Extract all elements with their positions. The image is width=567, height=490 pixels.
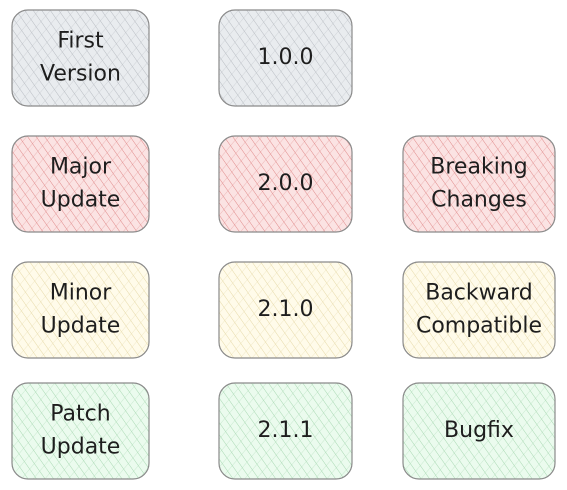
node-crosshatch	[219, 136, 352, 232]
node-border	[11, 135, 150, 233]
node-label: Changes	[431, 188, 527, 213]
node-label: 2.1.0	[258, 297, 314, 322]
node-border	[218, 135, 353, 233]
node-crosshatch	[12, 136, 149, 232]
node-crosshatch	[403, 383, 555, 479]
node-label: Update	[41, 314, 121, 339]
node-border	[402, 382, 556, 480]
node-2-1-0: 2.1.0	[218, 261, 353, 359]
node-2-1-1: 2.1.1	[218, 382, 353, 480]
node-border	[218, 9, 353, 107]
node-2-0-0: 2.0.0	[218, 135, 353, 233]
node-label: 2.0.0	[258, 171, 314, 196]
node-crosshatch	[403, 262, 555, 358]
node-label: Compatible	[416, 314, 542, 339]
node-crosshatch	[219, 383, 352, 479]
node-crosshatch	[219, 262, 352, 358]
node-label: Patch	[50, 402, 110, 427]
node-label: Breaking	[430, 155, 527, 180]
node-1-0-0: 1.0.0	[218, 9, 353, 107]
node-label: 1.0.0	[258, 45, 314, 70]
node-border	[11, 261, 150, 359]
node-border	[218, 261, 353, 359]
node-label: Minor	[50, 281, 112, 306]
node-border	[11, 9, 150, 107]
node-label: First	[57, 29, 104, 54]
node-border	[218, 382, 353, 480]
node-label: Bugfix	[444, 418, 514, 443]
node-border	[402, 135, 556, 233]
node-border	[402, 261, 556, 359]
node-crosshatch	[12, 10, 149, 106]
node-label: Update	[41, 188, 121, 213]
node-crosshatch	[219, 10, 352, 106]
node-label: Backward	[425, 281, 533, 306]
node-label: Major	[50, 155, 112, 180]
node-label: Update	[41, 435, 121, 460]
node-border	[11, 382, 150, 480]
node-crosshatch	[403, 136, 555, 232]
node-label: Version	[40, 62, 121, 87]
node-bugfix: Bugfix	[402, 382, 556, 480]
node-crosshatch	[12, 383, 149, 479]
node-crosshatch	[12, 262, 149, 358]
node-label: 2.1.1	[258, 418, 314, 443]
